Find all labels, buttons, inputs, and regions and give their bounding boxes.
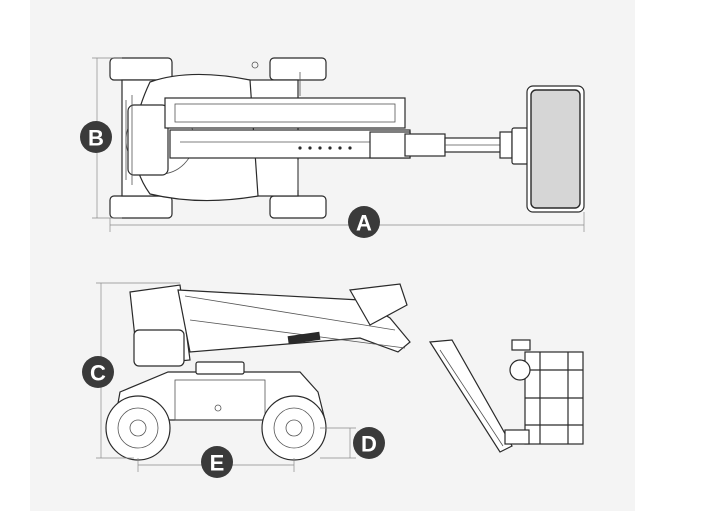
top-boom-holes (298, 146, 352, 150)
top-main-boom (164, 97, 406, 129)
side-jib (428, 339, 513, 453)
badge-e-label: E (210, 451, 225, 476)
badge-c: C (82, 356, 114, 388)
badge-e: E (201, 446, 233, 478)
badge-d: D (353, 427, 385, 459)
badge-a: A (348, 206, 380, 238)
side-platform (504, 339, 584, 445)
side-wheel-front (261, 395, 327, 461)
side-wheel-rear (105, 395, 171, 461)
top-wheel-front-left (269, 57, 327, 81)
badge-d-label: D (361, 432, 377, 457)
top-platform-floor (530, 89, 581, 209)
top-jib-joint (404, 133, 446, 157)
badge-a-label: A (356, 211, 372, 236)
top-wheel-rear-left (109, 57, 173, 81)
side-view (105, 283, 584, 461)
badge-b-label: B (88, 126, 104, 151)
top-wheel-front-right (269, 195, 327, 219)
badge-c-label: C (90, 361, 106, 386)
top-view (109, 57, 585, 219)
top-wheel-rear-right (109, 195, 173, 219)
badge-b: B (80, 121, 112, 153)
